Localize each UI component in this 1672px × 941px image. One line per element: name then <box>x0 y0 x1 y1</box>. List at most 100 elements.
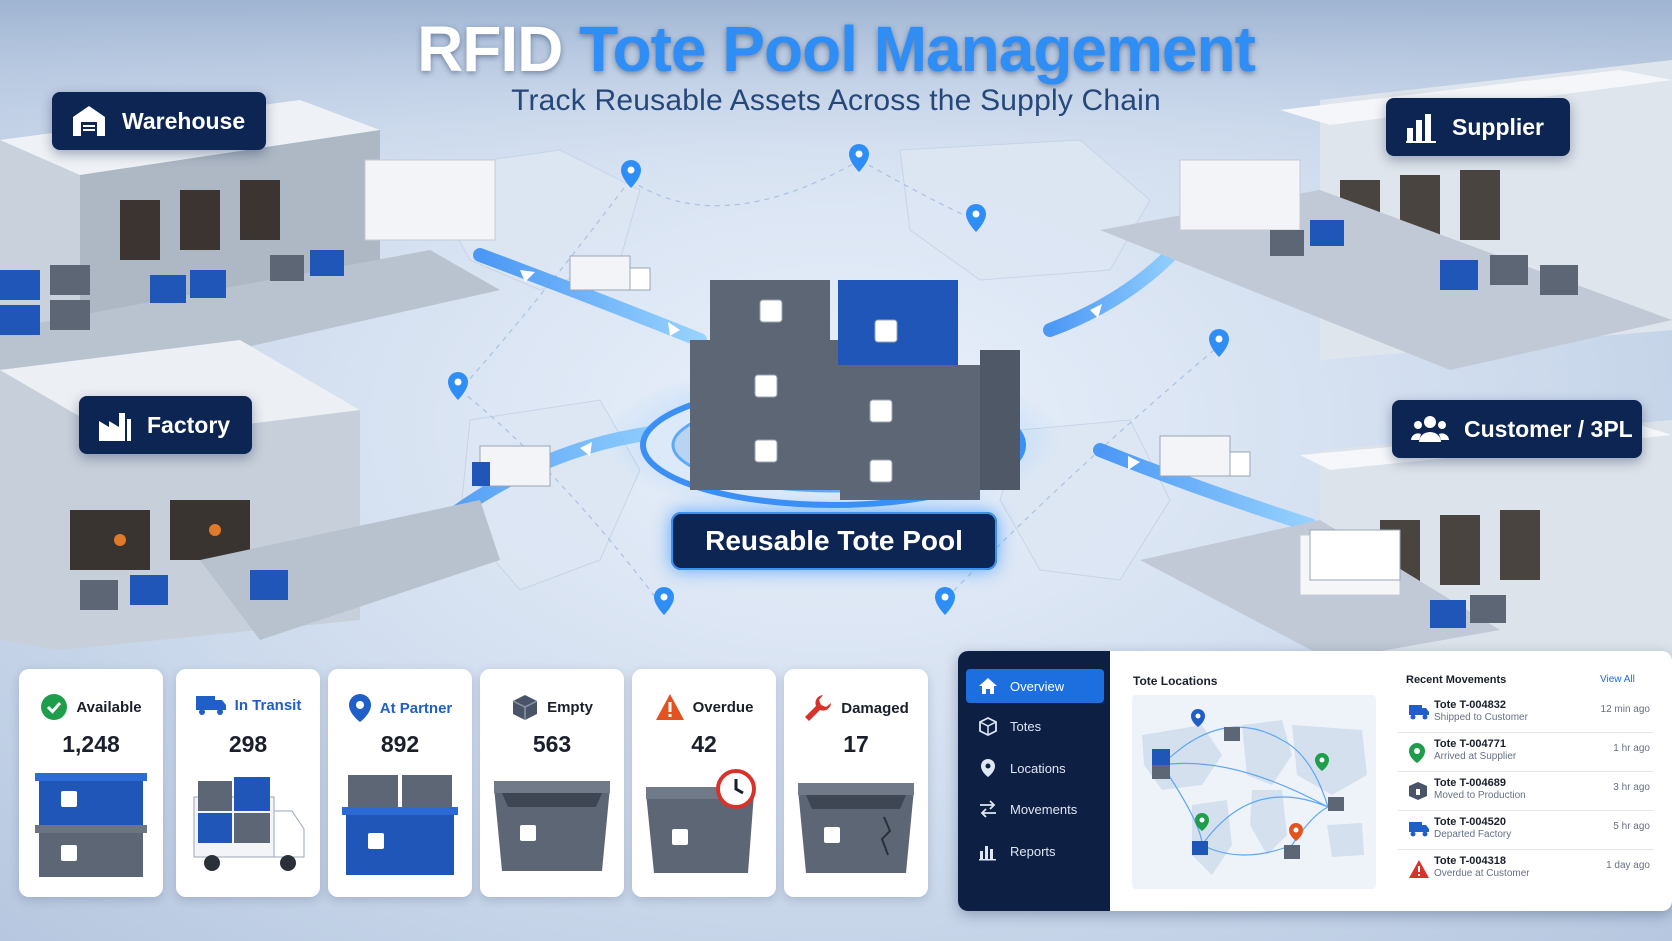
factory-label-text: Factory <box>147 411 231 438</box>
truck-icon <box>195 696 226 715</box>
box-icon <box>1409 782 1427 800</box>
movement-row[interactable]: Tote T-004318 Overdue at Customer 1 day … <box>1398 850 1654 888</box>
stat-label: Damaged <box>841 699 909 717</box>
stat-value: 892 <box>380 731 420 757</box>
recent-movements-title: Recent Movements <box>1406 674 1507 686</box>
stat-label: In Transit <box>234 696 302 714</box>
customer-label[interactable]: Customer / 3PL <box>1392 400 1642 458</box>
stat-overdue-head: Overdue <box>632 693 776 721</box>
box-icon <box>979 716 997 736</box>
movement-status: Overdue at Customer <box>1434 868 1530 879</box>
stat-empty-head: Empty <box>480 693 624 721</box>
movement-status: Shipped to Customer <box>1434 712 1528 723</box>
truck-icon <box>1409 822 1429 837</box>
nav-overview[interactable]: Overview <box>966 669 1104 703</box>
map-pin-icon <box>1289 823 1303 841</box>
movement-status: Departed Factory <box>1434 829 1512 840</box>
stat-label: Overdue <box>692 698 754 716</box>
title-rfid: RFID <box>417 13 563 85</box>
customer-label-text: Customer / 3PL <box>1464 415 1633 442</box>
damaged-tote-image <box>798 783 914 873</box>
movement-tote-id: Tote T-004832 <box>1434 699 1506 711</box>
nav-reports[interactable]: Reports <box>966 834 1104 868</box>
tote-locations-map[interactable] <box>1132 695 1376 889</box>
stat-damaged[interactable]: Damaged 17 <box>784 669 928 897</box>
users-icon <box>1411 416 1449 442</box>
overdue-tote-image <box>646 769 756 873</box>
stat-value: 1,248 <box>62 731 120 757</box>
stat-at-partner-head: At Partner <box>328 693 472 723</box>
page-title: RFID Tote Pool Management <box>0 12 1672 86</box>
factory-building <box>0 340 500 650</box>
nav-totes[interactable]: Totes <box>966 709 1104 743</box>
stat-empty[interactable]: Empty 563 <box>480 669 624 897</box>
warehouse-label[interactable]: Warehouse <box>52 92 266 150</box>
stat-value: 298 <box>228 731 268 757</box>
stat-value: 42 <box>691 731 717 757</box>
stat-label: Available <box>76 698 142 716</box>
map-pin-icon <box>1315 753 1329 771</box>
dashboard-sidebar: Overview Totes Locations Movements Repor… <box>958 651 1110 911</box>
nav-label: Locations <box>1010 760 1066 776</box>
partner-totes-image <box>342 775 458 875</box>
warning-icon <box>655 694 684 720</box>
movement-time: 5 hr ago <box>1613 821 1650 832</box>
stat-at-partner[interactable]: At Partner 892 <box>328 669 472 897</box>
nav-movements[interactable]: Movements <box>966 792 1104 826</box>
map-pin-icon <box>1409 743 1425 763</box>
dashboard-panel: Overview Totes Locations Movements Repor… <box>958 651 1672 911</box>
supplier-label[interactable]: Supplier <box>1386 98 1570 156</box>
movement-status: Arrived at Supplier <box>1434 751 1517 762</box>
movement-time: 1 day ago <box>1606 860 1650 871</box>
wrench-icon <box>805 695 832 721</box>
bar-chart-icon <box>979 846 996 861</box>
stat-label: Empty <box>547 698 593 716</box>
factory-label[interactable]: Factory <box>79 396 252 454</box>
map-pin-icon <box>981 759 995 777</box>
nav-label: Movements <box>1010 801 1078 817</box>
map-tote-markers <box>1152 727 1344 859</box>
truck-icon <box>1409 705 1429 720</box>
movement-tote-id: Tote T-004318 <box>1434 855 1506 867</box>
stat-label: At Partner <box>379 699 453 717</box>
movement-tote-id: Tote T-004689 <box>1434 777 1506 789</box>
movement-row[interactable]: Tote T-004520 Departed Factory 5 hr ago <box>1398 811 1654 850</box>
supplier-label-text: Supplier <box>1452 113 1545 140</box>
stat-value: 563 <box>532 731 572 757</box>
stacked-totes-image <box>35 773 147 877</box>
stat-value: 17 <box>843 731 869 757</box>
map-pin-icon <box>1191 709 1205 727</box>
movement-tote-id: Tote T-004520 <box>1434 816 1506 828</box>
map-pin-icon <box>348 694 371 722</box>
tote-pool-label[interactable]: Reusable Tote Pool <box>671 512 997 570</box>
map-pin-icon <box>1195 813 1209 831</box>
nav-locations[interactable]: Locations <box>966 751 1104 785</box>
stat-damaged-head: Damaged <box>784 693 928 723</box>
stat-in-transit-head: In Transit <box>176 693 320 717</box>
movement-row[interactable]: Tote T-004771 Arrived at Supplier 1 hr a… <box>1398 733 1654 772</box>
stat-overdue[interactable]: Overdue 42 <box>632 669 776 897</box>
nav-label: Overview <box>1010 678 1065 694</box>
nav-label: Totes <box>1010 718 1042 734</box>
title-main: Tote Pool Management <box>579 13 1256 85</box>
movement-row[interactable]: Tote T-004832 Shipped to Customer 12 min… <box>1398 694 1654 733</box>
movement-time: 12 min ago <box>1600 704 1650 715</box>
tote-pool-stack <box>690 280 1020 500</box>
page-subtitle: Track Reusable Assets Across the Supply … <box>511 84 1161 117</box>
stat-available-head: Available <box>19 693 163 721</box>
home-icon <box>979 678 997 694</box>
warehouse-label-text: Warehouse <box>122 107 246 134</box>
supplier-icon <box>1406 114 1436 143</box>
stat-in-transit[interactable]: In Transit 298 <box>176 669 320 897</box>
movement-tote-id: Tote T-004771 <box>1434 738 1506 750</box>
world-map <box>1142 709 1367 875</box>
arrows-icon <box>980 800 996 818</box>
view-all-link[interactable]: View All <box>1600 674 1635 685</box>
movement-status: Moved to Production <box>1434 790 1526 801</box>
warning-icon <box>1409 860 1429 878</box>
empty-tote-image <box>494 781 610 871</box>
movement-row[interactable]: Tote T-004689 Moved to Production 3 hr a… <box>1398 772 1654 811</box>
stat-available[interactable]: Available 1,248 <box>19 669 163 897</box>
tote-locations-title: Tote Locations <box>1133 674 1218 688</box>
map-pins <box>448 144 1229 615</box>
